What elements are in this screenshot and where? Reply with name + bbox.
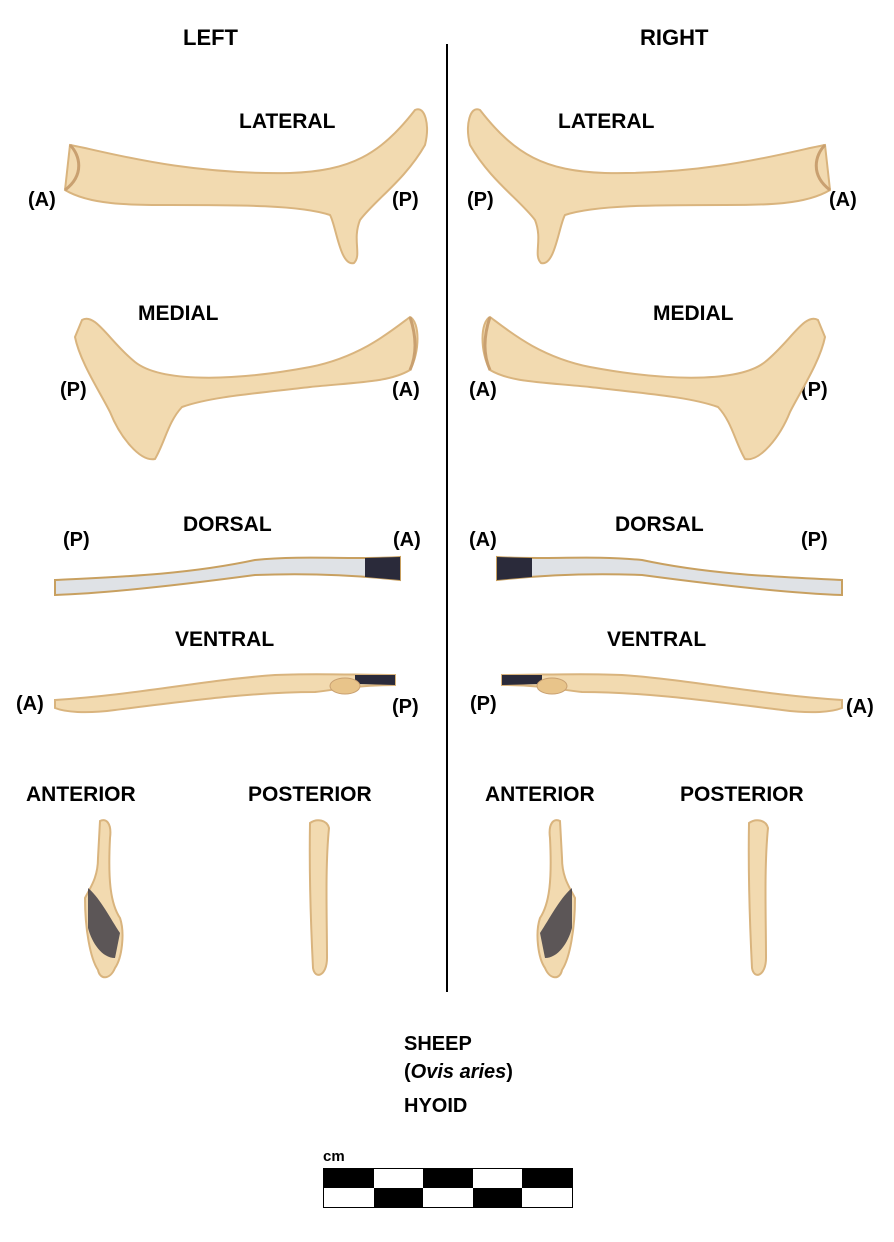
right-posterior-label: POSTERIOR <box>680 783 804 806</box>
scale-segment <box>522 1169 572 1188</box>
left-lateral-label: LATERAL <box>239 110 336 133</box>
left-dorsal-label: DORSAL <box>183 513 272 536</box>
left-dorsal-posterior-marker: (P) <box>63 529 90 551</box>
scale-segment <box>373 1169 424 1188</box>
right-ventral-posterior-marker: (P) <box>470 693 497 715</box>
left-ventral-label: VENTRAL <box>175 628 275 651</box>
left-posterior-bone-image <box>308 819 331 976</box>
left-ventral-anterior-marker: (A) <box>16 693 44 715</box>
right-anterior-label: ANTERIOR <box>485 783 595 806</box>
scale-segment <box>472 1188 523 1207</box>
specimen-bone-name: HYOID <box>404 1095 468 1117</box>
left-lateral-anterior-marker: (A) <box>28 189 56 211</box>
right-ventral-bone-image <box>501 673 843 714</box>
right-ventral-anterior-marker: (A) <box>846 696 874 718</box>
scale-segment <box>324 1169 374 1188</box>
right-medial-bone-image <box>481 315 827 461</box>
left-medial-anterior-marker: (A) <box>392 379 420 401</box>
left-ventral-bone-image <box>54 673 396 714</box>
right-dorsal-anterior-marker: (A) <box>469 529 497 551</box>
specimen-latin-name: (Ovis aries) <box>404 1061 513 1083</box>
left-lateral-posterior-marker: (P) <box>392 189 419 211</box>
left-medial-bone-image <box>73 315 419 461</box>
scale-segment <box>423 1188 473 1207</box>
right-lateral-bone-image <box>467 108 832 265</box>
left-dorsal-bone-image <box>54 555 401 597</box>
left-medial-label: MEDIAL <box>138 302 219 325</box>
right-dorsal-posterior-marker: (P) <box>801 529 828 551</box>
right-medial-posterior-marker: (P) <box>801 379 828 401</box>
scale-segment <box>324 1188 374 1207</box>
scale-unit-label: cm <box>323 1148 345 1165</box>
left-medial-posterior-marker: (P) <box>60 379 87 401</box>
specimen-common-name: SHEEP <box>404 1033 472 1055</box>
scale-segment <box>472 1169 523 1188</box>
right-medial-label: MEDIAL <box>653 302 734 325</box>
column-divider <box>446 44 448 992</box>
left-anterior-label: ANTERIOR <box>26 783 136 806</box>
right-posterior-bone-image <box>747 819 770 976</box>
right-ventral-label: VENTRAL <box>607 628 707 651</box>
left-column-heading: LEFT <box>183 25 238 50</box>
right-dorsal-bone-image <box>496 555 843 597</box>
left-ventral-posterior-marker: (P) <box>392 696 419 718</box>
right-lateral-posterior-marker: (P) <box>467 189 494 211</box>
right-anterior-bone-image <box>536 819 577 979</box>
right-lateral-anterior-marker: (A) <box>829 189 857 211</box>
scale-segment <box>423 1169 473 1188</box>
left-dorsal-anterior-marker: (A) <box>393 529 421 551</box>
scale-bar <box>323 1168 573 1208</box>
right-dorsal-label: DORSAL <box>615 513 704 536</box>
right-medial-anterior-marker: (A) <box>469 379 497 401</box>
left-lateral-bone-image <box>63 108 428 265</box>
right-lateral-label: LATERAL <box>558 110 655 133</box>
left-anterior-bone-image <box>83 819 124 979</box>
scale-segment <box>522 1188 572 1207</box>
left-posterior-label: POSTERIOR <box>248 783 372 806</box>
right-column-heading: RIGHT <box>640 25 709 50</box>
scale-segment <box>373 1188 424 1207</box>
